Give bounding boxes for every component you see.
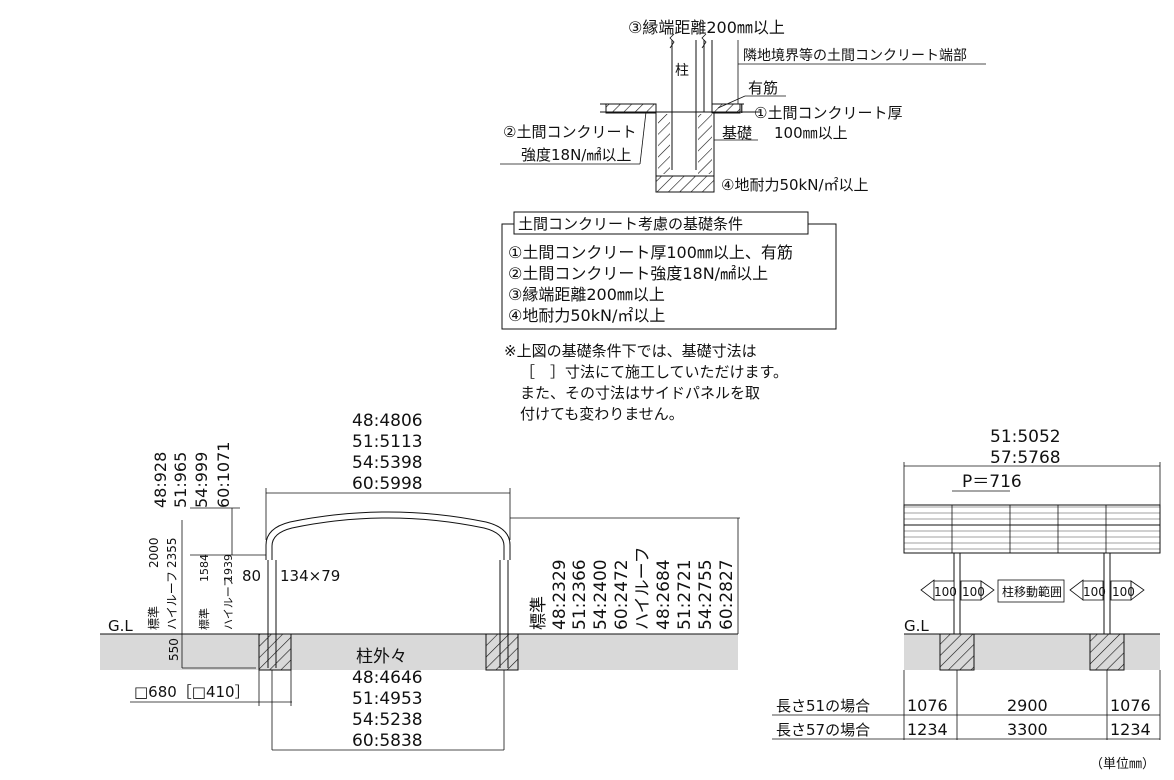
- side-length-dim: 51:5052: [990, 427, 1061, 447]
- strength-label-2: 強度18N/㎟以上: [521, 146, 631, 164]
- width-dim-text: 54:5398: [352, 453, 423, 473]
- rebar-label: 有筋: [748, 79, 778, 97]
- front-view: G.L 48:4806 51:5113 54:5398 60:5998 48:9…: [100, 411, 740, 751]
- foundation-block-left: [258, 633, 292, 671]
- pillar-spacing-dim: 48:4646: [352, 668, 423, 688]
- row-57-label: 長さ57の場合: [776, 721, 870, 739]
- right-standard-dim: 48:2329: [550, 559, 570, 630]
- height-standard-2: 1584: [198, 554, 211, 582]
- rise-dim-text: 60:1071: [214, 442, 233, 508]
- row-57-cell: 3300: [1007, 720, 1048, 739]
- move-range-label: 柱移動範囲: [1002, 584, 1062, 599]
- rise-dim-text: 48:928: [151, 452, 170, 508]
- note-line: 付けても変わりません。: [520, 405, 684, 423]
- border-label: 隣地境界等の土間コンクリート端部: [743, 47, 967, 64]
- condition-item: ④地耐力50kN/㎡以上: [508, 306, 665, 325]
- label-high: ハイルーフ: [165, 571, 179, 630]
- rise-dim-text: 54:999: [192, 452, 211, 508]
- row-57-cell: 1234: [907, 720, 948, 739]
- row-51-cell: 1076: [907, 696, 948, 715]
- row-51-label: 長さ51の場合: [776, 697, 870, 715]
- thickness-label-1: ①土間コンクリート厚: [754, 104, 902, 122]
- note-line: ［ ］寸法にて施工していただけます。: [520, 363, 788, 381]
- height-high: 2355: [165, 537, 179, 568]
- side-foundation-right: [1089, 633, 1125, 671]
- side-view: 51:5052 57:5768 P＝716 100 100 柱移動範囲 100 …: [772, 427, 1161, 772]
- foundation-block-right: [485, 633, 519, 671]
- move-left-value-2: 100: [962, 585, 985, 599]
- foundation-detail: ③縁端距離200㎜以上 柱 Ⅰ 隣地境界等の土間コンクリート端部 有筋 ①土間コ…: [500, 18, 986, 194]
- height-high-2: 1939: [222, 554, 235, 582]
- move-left-value: 100: [934, 585, 957, 599]
- label-standard: 標準: [146, 606, 161, 630]
- conditions-title: 土間コンクリート考慮の基礎条件: [518, 215, 743, 233]
- strength-label-1: ②土間コンクリート: [503, 123, 636, 141]
- width-dim-text: 48:4806: [352, 411, 423, 431]
- label-standard-2: 標準: [197, 608, 211, 630]
- height-standard: 2000: [147, 537, 161, 568]
- pillar-size: 134×79: [280, 567, 340, 585]
- base-size: □680［□410］: [134, 683, 250, 701]
- row-51-cell: 2900: [1007, 696, 1048, 715]
- unit-label: （単位㎜）: [1090, 756, 1155, 772]
- gl-label-side: G.L: [904, 617, 929, 635]
- condition-item: ②土間コンクリート強度18N/㎟以上: [508, 264, 768, 283]
- pillar-spacing-dim: 54:5238: [352, 710, 423, 730]
- dim-80: 80: [242, 567, 261, 585]
- right-label-standard: 標準: [529, 596, 549, 630]
- row-57-cell: 1234: [1110, 720, 1151, 739]
- label-high-2: ハイルーフ: [222, 576, 235, 630]
- pillar-label: 柱: [675, 63, 689, 79]
- move-right-value: 100: [1083, 585, 1106, 599]
- side-length-dim: 57:5768: [990, 448, 1061, 468]
- right-standard-dim: 60:2472: [612, 559, 632, 630]
- right-high-dim: 51:2721: [675, 559, 695, 630]
- move-right-value-2: 100: [1112, 585, 1135, 599]
- base-label: 基礎: [722, 124, 752, 142]
- note-line: ※上図の基礎条件下では、基礎寸法は: [504, 342, 757, 360]
- row-51-cell: 1076: [1110, 696, 1151, 715]
- right-high-dim: 54:2755: [696, 559, 716, 630]
- right-standard-dim: 51:2366: [570, 559, 590, 630]
- conditions-box: 土間コンクリート考慮の基礎条件 ①土間コンクリート厚100㎜以上、有筋 ②土間コ…: [501, 211, 837, 423]
- edge-distance-callout: ③縁端距離200㎜以上: [628, 18, 785, 37]
- right-label-high: ハイルーフ: [633, 546, 653, 630]
- gl-label-front: G.L: [108, 617, 133, 635]
- right-high-dim: 48:2684: [654, 559, 674, 630]
- pillar-spacing-dim: 51:4953: [352, 689, 423, 709]
- thickness-label-2: 100㎜以上: [774, 124, 848, 142]
- condition-item: ①土間コンクリート厚100㎜以上、有筋: [508, 243, 793, 262]
- width-dim-text: 60:5998: [352, 474, 423, 494]
- right-high-dim: 60:2827: [717, 559, 737, 630]
- pillar-spacing-label: 柱外々: [356, 647, 407, 667]
- rise-dim-text: 51:965: [171, 452, 190, 508]
- side-foundation-left: [939, 633, 975, 671]
- width-dim-text: 51:5113: [352, 432, 423, 452]
- small-dim-mark: Ⅰ: [740, 102, 744, 116]
- dim-550: 550: [167, 638, 181, 661]
- condition-item: ③縁端距離200㎜以上: [508, 285, 665, 304]
- right-standard-dim: 54:2400: [591, 559, 611, 630]
- note-line: また、その寸法はサイドパネルを取: [520, 384, 760, 402]
- bearing-label: ④地耐力50kN/㎡以上: [721, 176, 869, 194]
- pitch-label: P＝716: [962, 472, 1022, 492]
- pillar-spacing-dim: 60:5838: [352, 731, 423, 751]
- roof-panel: [903, 504, 1161, 554]
